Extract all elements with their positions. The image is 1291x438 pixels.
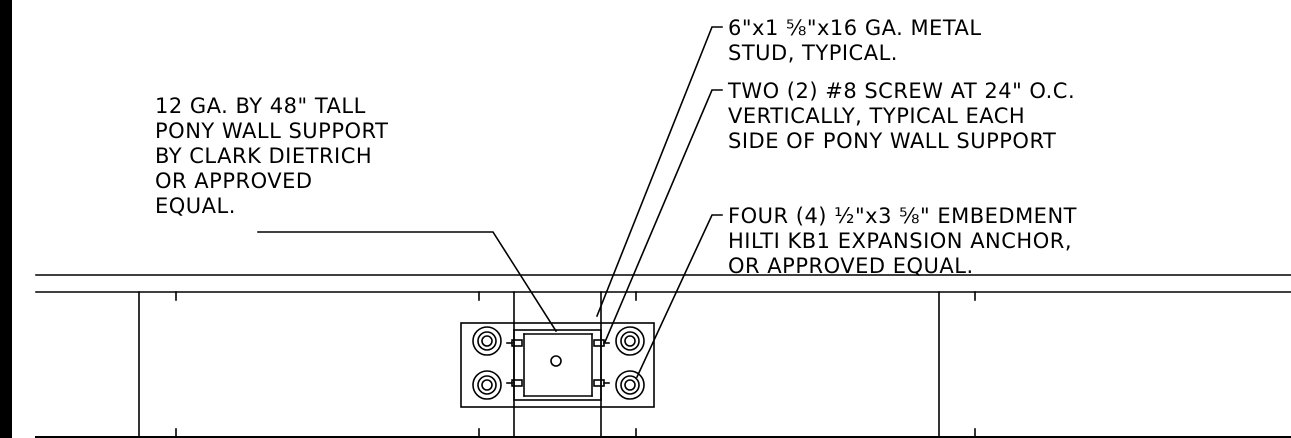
note-line: EQUAL. xyxy=(155,194,236,218)
center-hole-icon xyxy=(550,355,562,367)
note-line: BY CLARK DIETRICH xyxy=(155,144,373,168)
leader-pony-wall xyxy=(257,231,558,333)
note-line: VERTICALLY, TYPICAL EACH xyxy=(728,104,1026,128)
concentric-circle-anchor-icon xyxy=(615,326,645,356)
concentric-circle-anchor-icon xyxy=(472,326,502,356)
sheet-border xyxy=(0,0,12,438)
note-line: 6"x1 ⅝"x16 GA. METAL xyxy=(728,16,982,40)
pony-wall-support xyxy=(513,329,602,401)
leader-screw xyxy=(603,89,723,344)
note-line: STUD, TYPICAL. xyxy=(728,41,898,65)
concentric-circle-anchor-icon xyxy=(615,370,645,400)
note-line: 12 GA. BY 48" TALL xyxy=(155,94,366,118)
base-plate xyxy=(460,322,655,408)
note-line: FOUR (4) ½"x3 ⅝" EMBEDMENT xyxy=(728,204,1077,228)
note-line: OR APPROVED xyxy=(155,169,313,193)
note-screw: TWO (2) #8 SCREW AT 24" O.C. VERTICALLY,… xyxy=(728,79,1075,154)
leader-metal-stud xyxy=(595,26,723,318)
note-line: HILTI KB1 EXPANSION ANCHOR, xyxy=(728,229,1073,253)
screw-icon xyxy=(506,339,523,347)
note-line: SIDE OF PONY WALL SUPPORT xyxy=(728,129,1057,153)
tick-marks xyxy=(175,291,976,438)
note-metal-stud: 6"x1 ⅝"x16 GA. METAL STUD, TYPICAL. xyxy=(728,16,982,66)
concentric-circle-anchor-icon xyxy=(472,370,502,400)
leader-anchor xyxy=(635,214,723,379)
note-anchor: FOUR (4) ½"x3 ⅝" EMBEDMENT HILTI KB1 EXP… xyxy=(728,204,1077,279)
screw-icon xyxy=(593,379,610,387)
note-line: PONY WALL SUPPORT xyxy=(155,119,389,143)
note-pony-wall-support: 12 GA. BY 48" TALL PONY WALL SUPPORT BY … xyxy=(155,94,388,219)
screw-icon xyxy=(593,339,610,347)
screw-icon xyxy=(506,379,523,387)
note-line: OR APPROVED EQUAL. xyxy=(728,254,974,278)
note-line: TWO (2) #8 SCREW AT 24" O.C. xyxy=(728,79,1076,103)
